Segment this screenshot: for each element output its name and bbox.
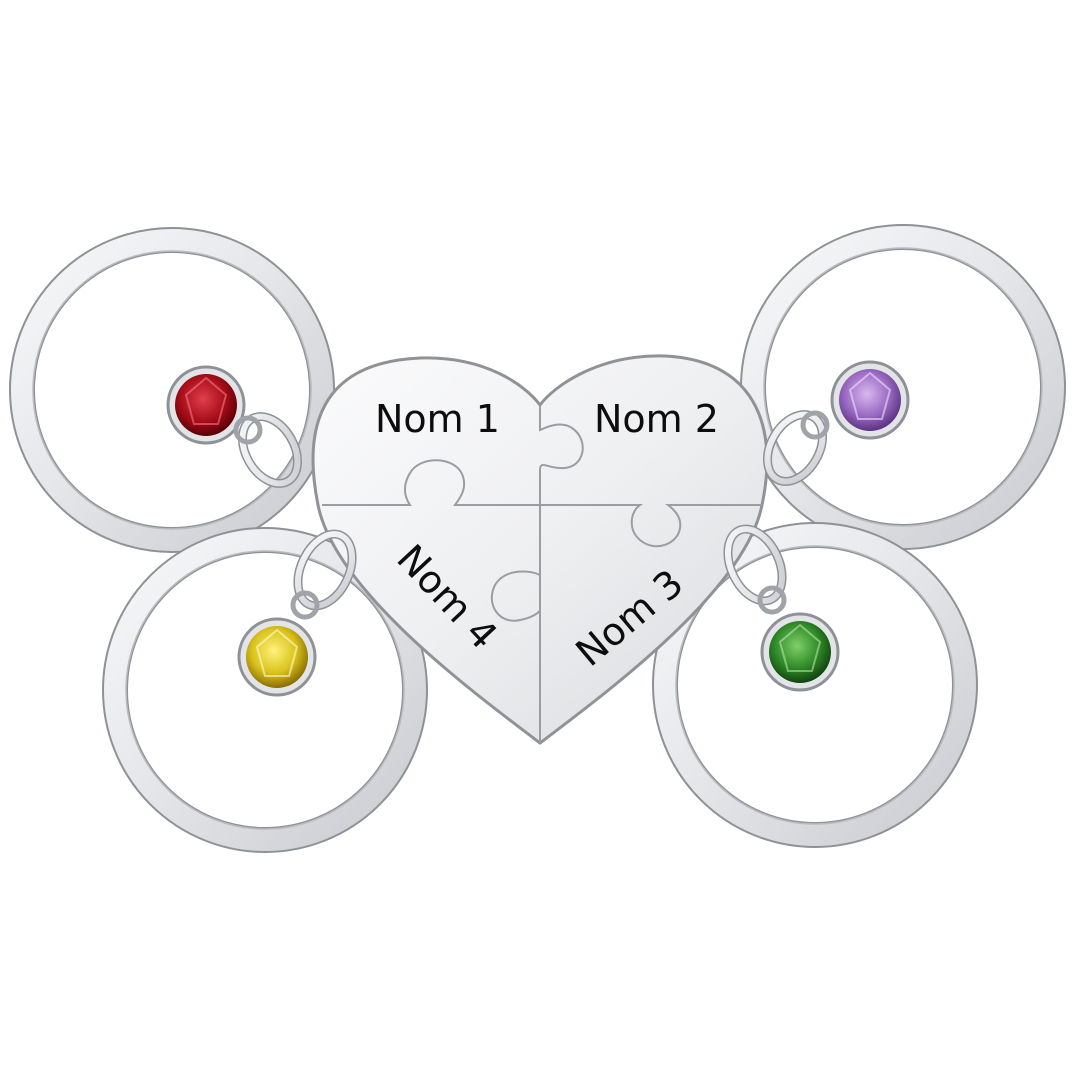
key-ring-bottom-right — [652, 522, 978, 848]
key-ring-bottom-left — [102, 527, 428, 853]
jump-ring-bottom-left — [293, 529, 357, 611]
jump-ring-top-right — [763, 410, 827, 486]
key-ring-top-right — [740, 224, 1066, 550]
jump-ring-bottom-right — [723, 524, 787, 606]
bail-top-right — [800, 410, 830, 440]
engraving-name-1: Nom 1 — [375, 397, 500, 441]
puzzle-tab-lower — [490, 570, 541, 622]
engraving-name-2: Nom 2 — [594, 397, 719, 441]
bail-bottom-left — [290, 590, 320, 620]
bail-top-left — [233, 415, 263, 445]
puzzle-seam-vertical — [539, 405, 584, 743]
birthstone-red — [166, 365, 246, 445]
key-ring-top-left — [9, 227, 335, 553]
bail-bottom-right — [757, 585, 787, 615]
puzzle-seam-horizontal — [322, 459, 762, 548]
birthstone-yellow — [237, 617, 317, 697]
birthstone-green — [760, 612, 840, 692]
birthstone-purple — [830, 360, 910, 440]
